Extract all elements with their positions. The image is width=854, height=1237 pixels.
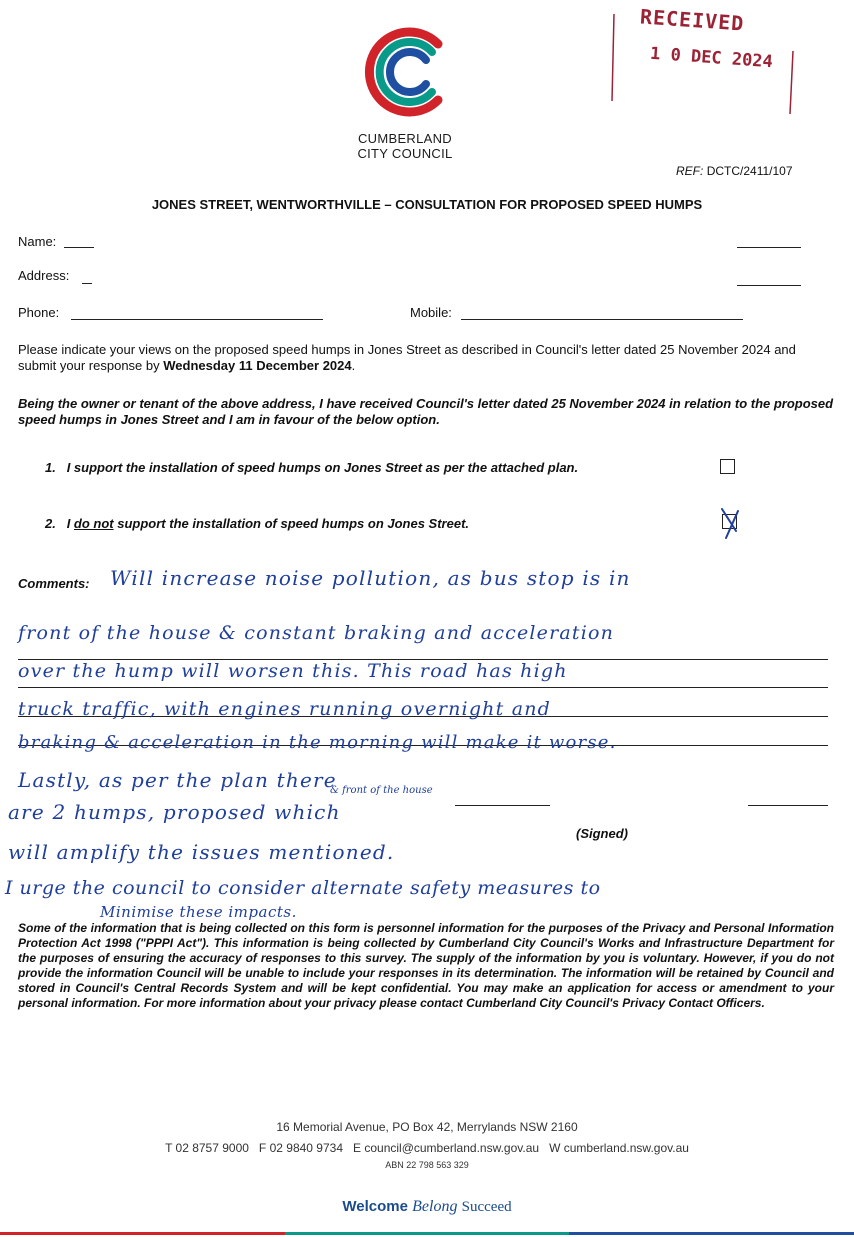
comment-insert-note: & front of the house — [330, 785, 433, 796]
comment-handwriting-line: braking & acceleration in the morning wi… — [18, 732, 617, 753]
option-2-number: 2. — [45, 516, 56, 531]
intro-text: Please indicate your views on the propos… — [18, 342, 796, 373]
comment-handwriting-line: truck traffic, with engines running over… — [18, 698, 552, 720]
slogan-belong: Belong — [412, 1198, 458, 1215]
declaration: Being the owner or tenant of the above a… — [18, 396, 834, 427]
council-name: CUMBERLAND CITY COUNCIL — [345, 131, 465, 161]
colour-bar-red — [0, 1232, 285, 1235]
address-field[interactable] — [82, 283, 92, 284]
mobile-label: Mobile: — [410, 305, 452, 320]
option-1-checkbox[interactable] — [720, 459, 735, 474]
option-1-text: I support the installation of speed hump… — [66, 460, 579, 475]
intro-paragraph: Please indicate your views on the propos… — [18, 342, 834, 374]
name-field[interactable] — [64, 247, 94, 248]
council-name-line1: CUMBERLAND — [357, 131, 452, 146]
reference-number: REF: DCTC/2411/107 — [676, 164, 793, 178]
phone-label: Phone: — [18, 305, 60, 320]
comment-handwriting-line: Will increase noise pollution, as bus st… — [110, 566, 631, 590]
option-2-text: support the installation of speed humps … — [113, 516, 470, 531]
reference-value: DCTC/2411/107 — [706, 164, 793, 178]
comment-handwriting-line: Lastly, as per the plan there — [18, 768, 337, 792]
slogan-welcome: Welcome — [342, 1198, 408, 1215]
comment-handwriting-line: I urge the council to consider alternate… — [5, 877, 601, 899]
option-1-number: 1. — [45, 460, 56, 475]
option-2-check-mark-icon — [721, 508, 739, 539]
comment-handwriting-line: front of the house & constant braking an… — [18, 622, 615, 644]
address-label: Address: — [18, 268, 70, 283]
signature-line — [455, 805, 550, 806]
comments-label: Comments: — [18, 576, 90, 591]
option-1: 1. I support the installation of speed h… — [45, 460, 578, 475]
phone-field[interactable] — [71, 319, 323, 320]
reference-label: REF: — [676, 164, 704, 178]
colour-bar-blue — [569, 1232, 854, 1235]
council-logo — [364, 27, 443, 117]
privacy-notice: Some of the information that is being co… — [18, 921, 834, 1010]
slogan-succeed: Succeed — [461, 1199, 512, 1215]
intro-end: . — [351, 358, 356, 373]
signature-line — [748, 805, 828, 806]
comment-line — [18, 745, 828, 746]
comment-handwriting-line: will amplify the issues mentioned. — [8, 840, 395, 864]
council-name-line2: CITY COUNCIL — [357, 146, 453, 161]
option-2-emphasis: do not — [73, 516, 114, 531]
name-field-end[interactable] — [737, 247, 801, 248]
comment-handwriting-line: over the hump will worsen this. This roa… — [18, 660, 568, 682]
comment-line — [18, 659, 828, 660]
colour-bar-teal — [284, 1232, 570, 1235]
mobile-field[interactable] — [461, 319, 743, 320]
page-title: JONES STREET, WENTWORTHVILLE – CONSULTAT… — [151, 197, 703, 212]
name-label: Name: — [18, 234, 57, 249]
footer-slogan: Welcome Belong Succeed — [0, 1198, 854, 1216]
option-2-pre: I — [66, 516, 74, 531]
option-2: 2. I do not support the installation of … — [45, 516, 469, 531]
received-stamp-frame — [611, 13, 794, 115]
comment-line — [18, 687, 828, 688]
footer-address: 16 Memorial Avenue, PO Box 42, Merryland… — [276, 1120, 578, 1134]
footer-contacts: T 02 8757 9000 F 02 9840 9734 E council@… — [165, 1141, 689, 1155]
signed-label: (Signed) — [576, 826, 628, 841]
footer-colour-bar — [0, 1232, 854, 1235]
deadline: Wednesday 11 December 2024 — [163, 358, 352, 373]
comment-handwriting-line: are 2 humps, proposed which — [8, 800, 341, 824]
footer-abn: ABN 22 798 563 329 — [385, 1160, 469, 1170]
comment-handwriting-line: Minimise these impacts. — [100, 903, 297, 921]
comment-line — [18, 716, 828, 717]
address-field-end[interactable] — [737, 285, 801, 286]
